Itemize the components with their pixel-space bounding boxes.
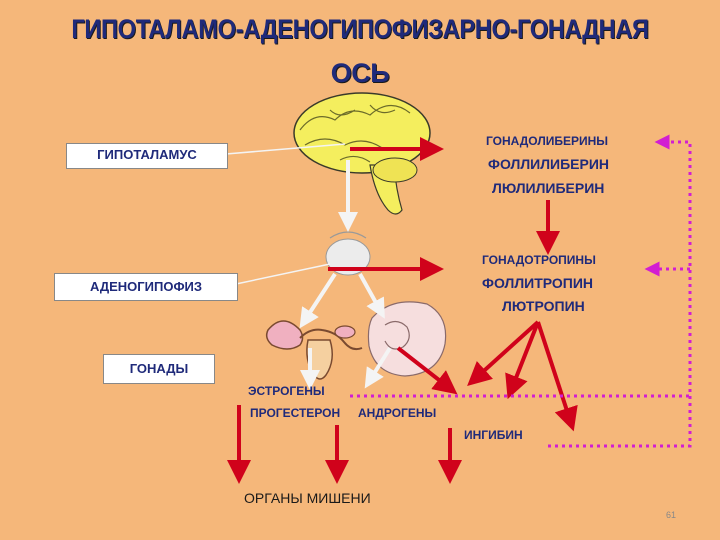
lutropin-label: ЛЮТРОПИН [502, 298, 585, 314]
title-line-1: ГИПОТАЛАМО-АДЕНОГИПОФИЗАРНО-ГОНАДНАЯ [71, 14, 649, 44]
white-arrows [299, 160, 392, 390]
adenohypophysis-connector [235, 263, 331, 285]
hypothalamus-connector [225, 143, 346, 155]
target-organs-label: ОРГАНЫ МИШЕНИ [244, 490, 371, 506]
page-number: 61 [666, 510, 677, 520]
red-arrows [227, 137, 578, 484]
hypothalamus-box: ГИПОТАЛАМУС [66, 143, 228, 169]
ovary-uterus-illustration [265, 320, 363, 380]
inhibin-label: ИНГИБИН [464, 428, 523, 442]
progesterone-label: ПРОГЕСТЕРОН [250, 406, 341, 420]
gonadoliberins-header: ГОНАДОЛИБЕРИНЫ [486, 134, 609, 148]
gonadotropins-header: ГОНАДОТРОПИНЫ [482, 253, 596, 267]
lyuliberin-label: ЛЮЛИЛИБЕРИН [492, 180, 605, 196]
feedback-loop [350, 134, 692, 448]
testis-illustration [367, 301, 447, 377]
adenohypophysis-box: АДЕНОГИПОФИЗ [54, 273, 238, 301]
estrogens-label: ЭСТРОГЕНЫ [248, 384, 325, 398]
follitropin-label: ФОЛЛИТРОПИН [482, 275, 594, 291]
brain-illustration [293, 92, 431, 215]
pituitary-illustration [325, 231, 371, 276]
title-line-2: ОСЬ [330, 58, 390, 88]
gonads-box: ГОНАДЫ [103, 354, 215, 384]
androgens-label: АНДРОГЕНЫ [358, 406, 437, 420]
folliliberin-label: ФОЛЛИЛИБЕРИН [488, 156, 609, 172]
